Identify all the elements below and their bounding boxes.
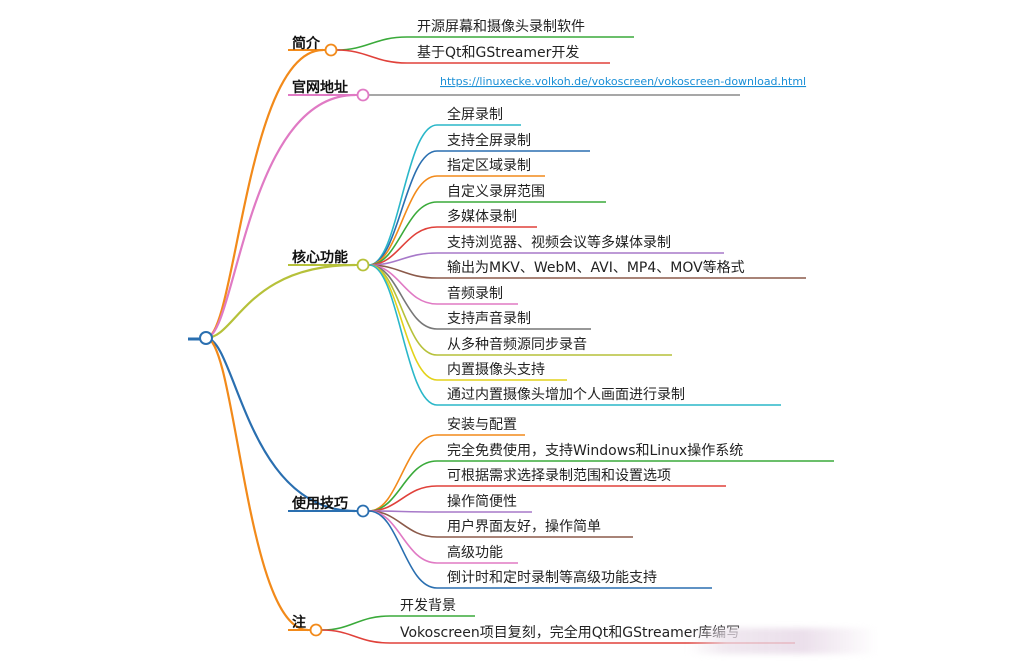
branch-label-hexin[interactable]: 核心功能 [292,249,348,266]
leaf-edge-jianjie-1 [336,49,610,64]
branch-node-shiyong[interactable] [356,504,370,518]
official-site-link[interactable]: https://linuxecke.volkoh.de/vokoscreen/v… [440,75,806,88]
leaf-label-hexin-11: 通过内置摄像头增加个人画面进行录制 [447,387,685,403]
branch-label-zhu[interactable]: 注 [292,614,306,631]
leaf-label-hexin-0: 全屏录制 [447,106,503,123]
leaf-edge-hexin-0 [368,124,521,266]
leaf-edge-hexin-5 [368,252,724,266]
leaf-label-shiyong-4: 用户界面友好，操作简单 [447,518,601,535]
leaf-edge-hexin-1 [368,150,590,266]
trunk-edge-jianjie [205,48,324,340]
branch-node-jianjie[interactable] [324,43,338,57]
leaf-edge-shiyong-1 [368,460,834,512]
leaf-edge-shiyong-2 [368,485,726,512]
leaf-label-shiyong-5: 高级功能 [447,544,503,561]
leaf-label-hexin-9: 从多种音频源同步录音 [447,336,587,353]
leaf-edge-hexin-4 [368,226,537,266]
leaf-label-hexin-8: 支持声音录制 [447,310,531,327]
leaf-label-hexin-10: 内置摄像头支持 [447,362,545,378]
leaf-label-jianjie-0: 开源屏幕和摄像头录制软件 [417,19,585,35]
leaf-edge-shiyong-3 [368,510,532,513]
leaf-edge-hexin-11 [368,264,781,406]
trunk-edge-zhu [205,336,309,632]
leaf-edge-shiyong-4 [368,510,633,538]
root-node[interactable] [199,331,213,345]
leaf-edge-shiyong-6 [368,510,712,589]
leaf-label-hexin-4: 多媒体录制 [447,208,517,225]
leaf-edge-zhu-1 [321,629,795,644]
leaf-label-hexin-2: 指定区域录制 [447,158,531,174]
leaf-label-jianjie-1: 基于Qt和GStreamer开发 [417,44,579,61]
leaf-label-zhu-1: Vokoscreen项目复刻，完全用Qt和GStreamer库编写 [400,624,740,641]
leaf-edge-hexin-2 [368,175,545,266]
leaf-label-shiyong-0: 安装与配置 [447,417,517,433]
leaf-edge-hexin-3 [368,201,606,266]
branch-label-guanwang[interactable]: 官网地址 [292,79,348,96]
watermark-blur [688,628,878,654]
leaf-edge-jianjie-0 [336,36,634,51]
trunk-edge-hexin [205,263,356,340]
mindmap-edges [188,36,834,644]
leaf-edge-zhu-0 [321,615,475,631]
branch-node-hexin[interactable] [356,258,370,272]
leaf-label-hexin-6: 输出为MKV、WebM、AVI、MP4、MOV等格式 [447,259,745,276]
branch-node-guanwang[interactable] [356,88,370,102]
leaf-label-hexin-3: 自定义录屏范围 [447,183,545,200]
leaf-edge-shiyong-0 [368,434,525,512]
leaf-label-hexin-7: 音频录制 [447,285,503,302]
leaf-label-shiyong-3: 操作简便性 [447,493,517,510]
trunk-edge-shiyong [205,336,356,513]
leaf-label-shiyong-2: 可根据需求选择录制范围和设置选项 [447,467,671,484]
branch-label-shiyong[interactable]: 使用技巧 [291,495,348,512]
leaf-label-shiyong-6: 倒计时和定时录制等高级功能支持 [447,569,657,586]
leaf-label-hexin-1: 支持全屏录制 [447,132,531,149]
branch-label-jianjie[interactable]: 简介 [292,35,321,52]
leaf-label-zhu-0: 开发背景 [400,598,456,614]
leaf-label-shiyong-1: 完全免费使用，支持Windows和Linux操作系统 [447,442,743,459]
leaf-edge-hexin-6 [368,264,806,279]
trunk-edge-guanwang [205,93,356,340]
branch-node-zhu[interactable] [309,623,323,637]
leaf-label-hexin-5: 支持浏览器、视频会议等多媒体录制 [447,234,671,251]
